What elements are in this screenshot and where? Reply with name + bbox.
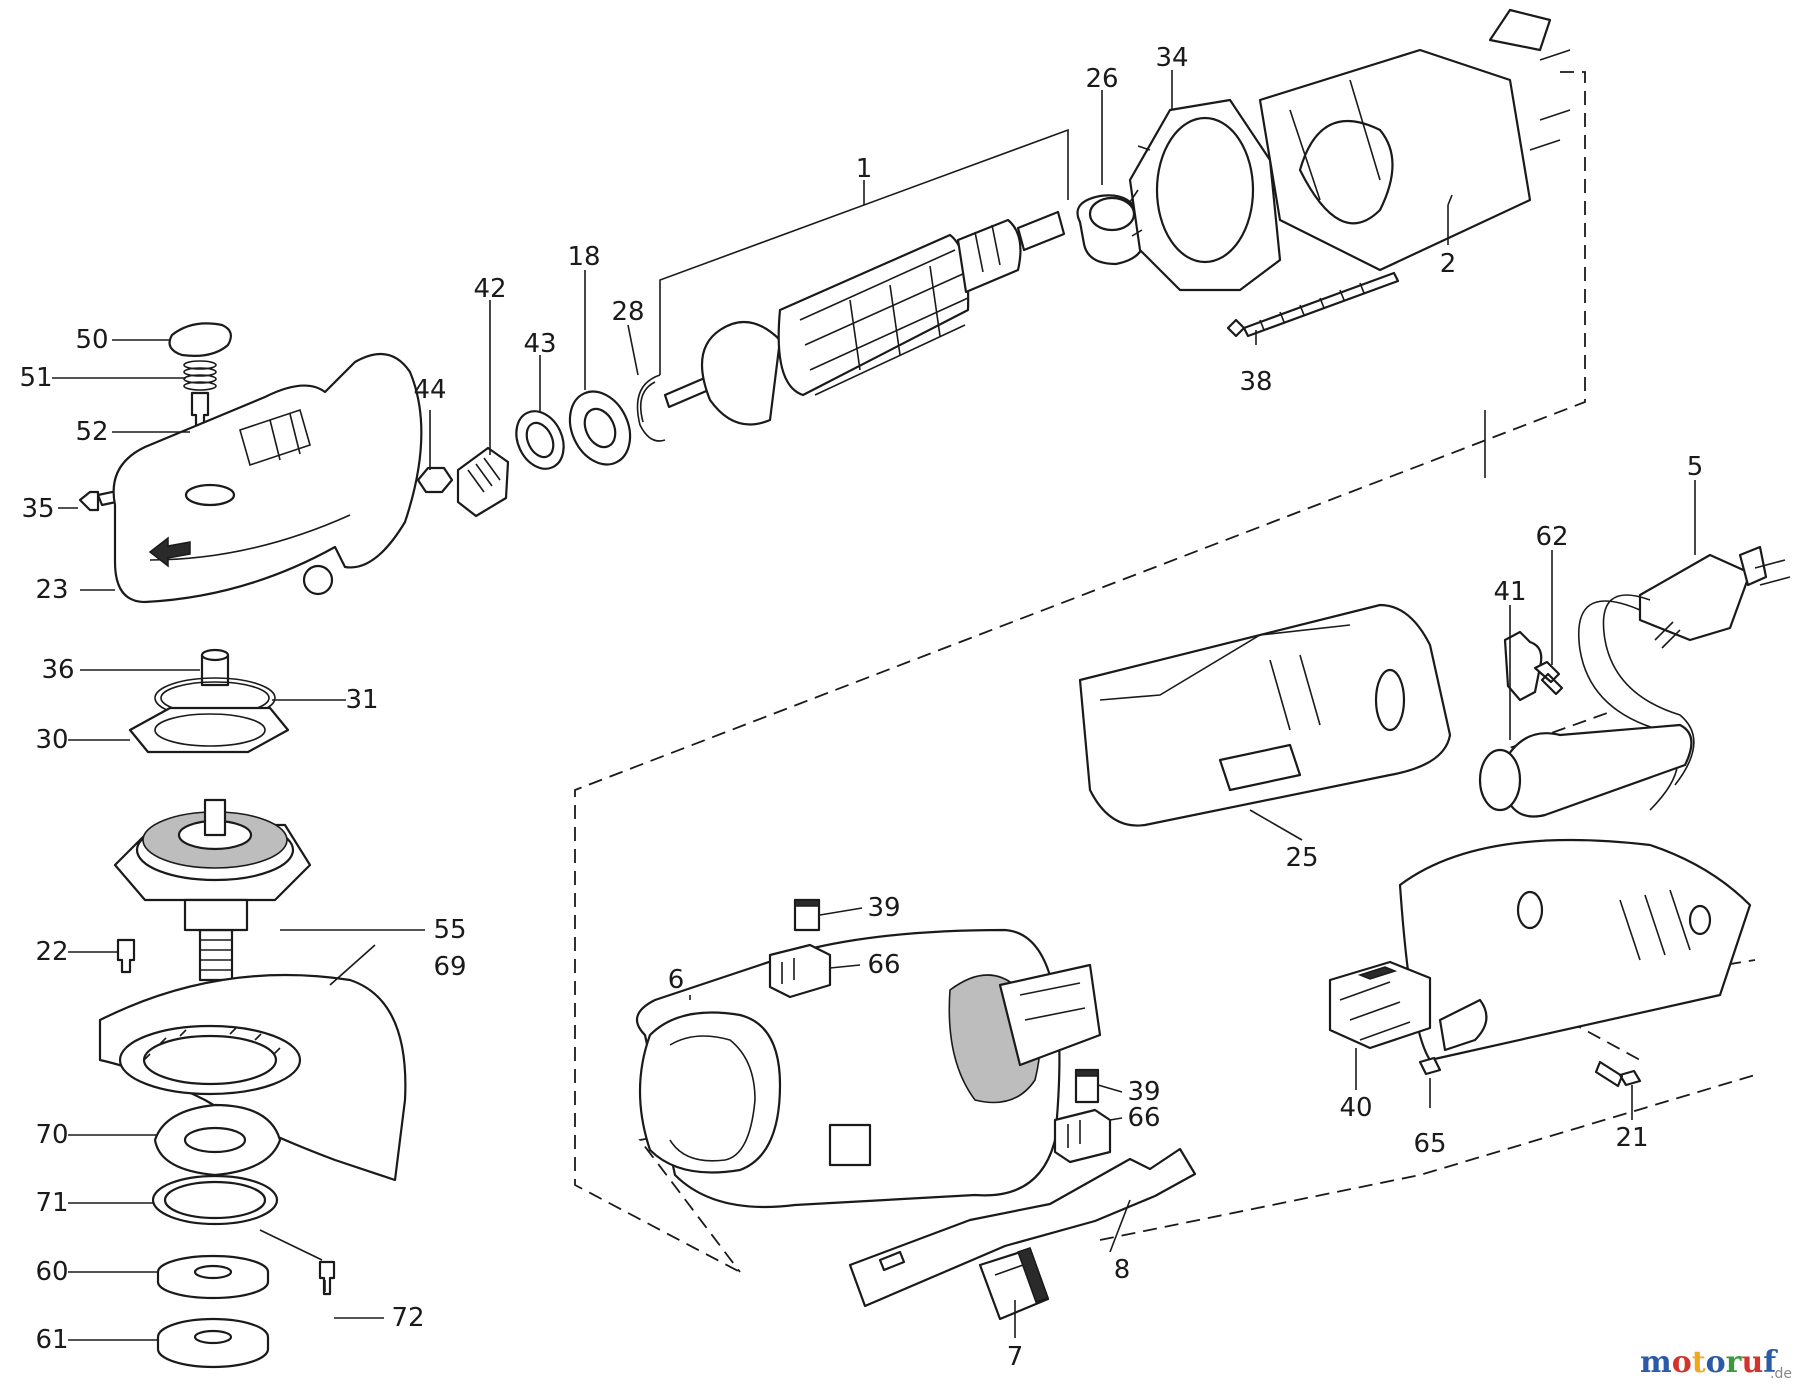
direction-arrow-icon	[148, 536, 191, 568]
callout-34: 34	[1155, 43, 1188, 73]
callout-6: 6	[668, 965, 685, 995]
leader-lines	[52, 70, 1696, 1341]
callout-42: 42	[473, 274, 506, 304]
cord-clamp	[1503, 630, 1543, 702]
callout-39-lower: 39	[1127, 1077, 1160, 1107]
cord-and-rear-housing	[1078, 545, 1791, 1088]
callout-44: 44	[413, 375, 446, 405]
hex-nut	[416, 466, 454, 494]
retaining-ring	[636, 374, 666, 442]
armature	[663, 210, 1066, 426]
spring	[183, 360, 217, 391]
power-switch	[1328, 960, 1432, 1050]
brush-holder-lower	[1053, 1108, 1112, 1164]
callout-51: 51	[19, 363, 52, 393]
callout-70: 70	[35, 1120, 68, 1150]
clamp-screw	[318, 1260, 336, 1296]
callout-22: 22	[35, 937, 68, 967]
callout-66-upper: 66	[867, 950, 900, 980]
callout-61: 61	[35, 1325, 68, 1355]
motoruf-logo-tld: .de	[1770, 1366, 1792, 1382]
pinion-gear	[456, 446, 510, 518]
callout-26: 26	[1085, 64, 1118, 94]
callout-5: 5	[1687, 452, 1704, 482]
callout-7: 7	[1007, 1342, 1024, 1372]
callout-2: 2	[1440, 249, 1457, 279]
switch-lever	[848, 1147, 1197, 1308]
callout-55: 55	[433, 915, 466, 945]
callout-72: 72	[391, 1303, 424, 1333]
callout-25: 25	[1285, 843, 1318, 873]
spindle	[198, 928, 234, 982]
callout-labels: 1 2 5 6 7 8 18 21 22 23 25 26 28 30 31 3…	[19, 43, 1703, 1372]
through-screw	[1226, 271, 1400, 338]
gear-housing	[112, 352, 423, 604]
callout-1: 1	[856, 154, 873, 184]
callout-21: 21	[1615, 1123, 1648, 1153]
callout-43: 43	[523, 329, 556, 359]
lock-button-cap	[168, 322, 233, 357]
callout-23: 23	[35, 575, 68, 605]
motor-housing-group	[635, 898, 1197, 1321]
callout-28: 28	[611, 297, 644, 327]
callout-40: 40	[1339, 1093, 1372, 1123]
callout-38: 38	[1239, 367, 1272, 397]
switch-screw	[1418, 1056, 1442, 1076]
callout-8: 8	[1114, 1255, 1131, 1285]
callout-66-lower: 66	[1127, 1103, 1160, 1133]
rear-housing	[1078, 603, 1452, 827]
plate-screw	[116, 938, 136, 974]
callout-62: 62	[1535, 522, 1568, 552]
cord-clamp-screw	[1533, 660, 1564, 696]
callout-69: 69	[433, 952, 466, 982]
power-plug	[1638, 553, 1752, 642]
brush-holder-upper	[768, 943, 832, 999]
callout-39-upper: 39	[867, 893, 900, 923]
callout-30: 30	[35, 725, 68, 755]
gear-head-assembly	[78, 322, 423, 1369]
callout-18: 18	[567, 242, 600, 272]
callout-52: 52	[75, 417, 108, 447]
callout-71: 71	[35, 1188, 68, 1218]
cord-protector	[1498, 723, 1693, 818]
motoruf-logo-word: motoruf	[1640, 1345, 1778, 1380]
callout-65: 65	[1413, 1129, 1446, 1159]
handle-screw	[1594, 1060, 1642, 1088]
stator	[1258, 8, 1571, 272]
callout-35: 35	[21, 494, 54, 524]
callout-50: 50	[75, 325, 108, 355]
callout-31: 31	[345, 685, 378, 715]
callout-60: 60	[35, 1257, 68, 1287]
armature-row	[416, 8, 1571, 518]
motoruf-logo: motoruf .de	[1640, 1345, 1792, 1382]
callout-36: 36	[41, 655, 74, 685]
callout-41: 41	[1493, 577, 1526, 607]
